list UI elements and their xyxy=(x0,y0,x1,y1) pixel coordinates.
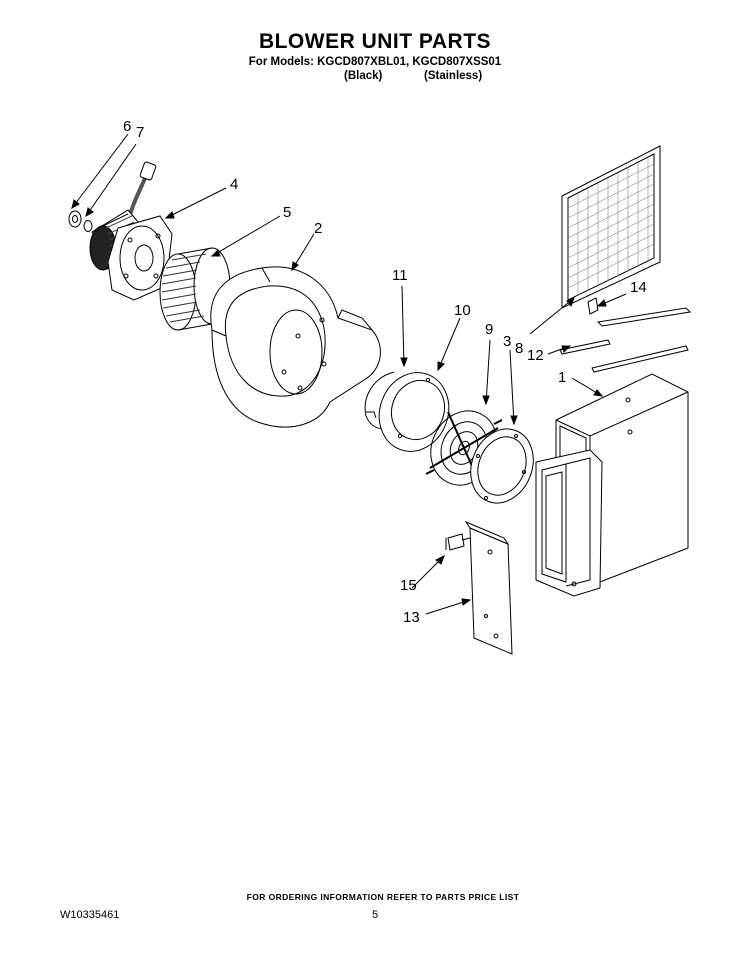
callout-numbers: 6 7 4 5 2 11 10 9 3 8 14 12 1 15 13 xyxy=(123,118,647,626)
ring-plate-part-10 xyxy=(378,372,450,452)
main-box-part-1 xyxy=(535,373,689,597)
callout-15: 15 xyxy=(400,577,417,594)
motor-part-4 xyxy=(89,209,173,301)
callout-leaders xyxy=(71,133,627,615)
page-number: 5 xyxy=(372,909,379,921)
callout-9: 9 xyxy=(485,321,493,338)
cover-plate-part-13 xyxy=(464,520,513,655)
washer-part-6 xyxy=(68,210,82,228)
callout-8: 8 xyxy=(515,340,523,357)
variant-stainless: (Stainless) xyxy=(424,70,483,82)
blower-housing-part-2 xyxy=(210,266,381,428)
callout-13: 13 xyxy=(403,609,420,626)
model-list: For Models: KGCD807XBL01, KGCD807XSS01 xyxy=(248,56,502,68)
motor-assembly xyxy=(68,161,173,301)
callout-11: 11 xyxy=(392,267,408,284)
document-number: W10335461 xyxy=(60,909,120,921)
callout-14: 14 xyxy=(630,279,647,296)
clip-part-14 xyxy=(587,297,599,315)
washer-part-7 xyxy=(83,220,93,232)
callout-1: 1 xyxy=(558,369,566,386)
callout-3: 3 xyxy=(503,333,511,350)
screw-part-15 xyxy=(445,533,471,551)
mounting-ring-part-3 xyxy=(470,428,534,504)
page-title: BLOWER UNIT PARTS xyxy=(258,30,492,53)
gasket-part-11 xyxy=(364,371,395,429)
variant-black: (Black) xyxy=(344,70,383,82)
callout-7: 7 xyxy=(136,124,144,141)
callout-4: 4 xyxy=(230,176,238,193)
callout-2: 2 xyxy=(314,220,322,237)
callout-6: 6 xyxy=(123,118,131,135)
callout-10: 10 xyxy=(454,302,471,319)
strip-part-12 xyxy=(559,307,692,373)
filter-grid-part-8 xyxy=(561,145,661,309)
callout-5: 5 xyxy=(283,204,291,221)
callout-12: 12 xyxy=(527,347,544,364)
ordering-note: FOR ORDERING INFORMATION REFER TO PARTS … xyxy=(246,892,520,902)
